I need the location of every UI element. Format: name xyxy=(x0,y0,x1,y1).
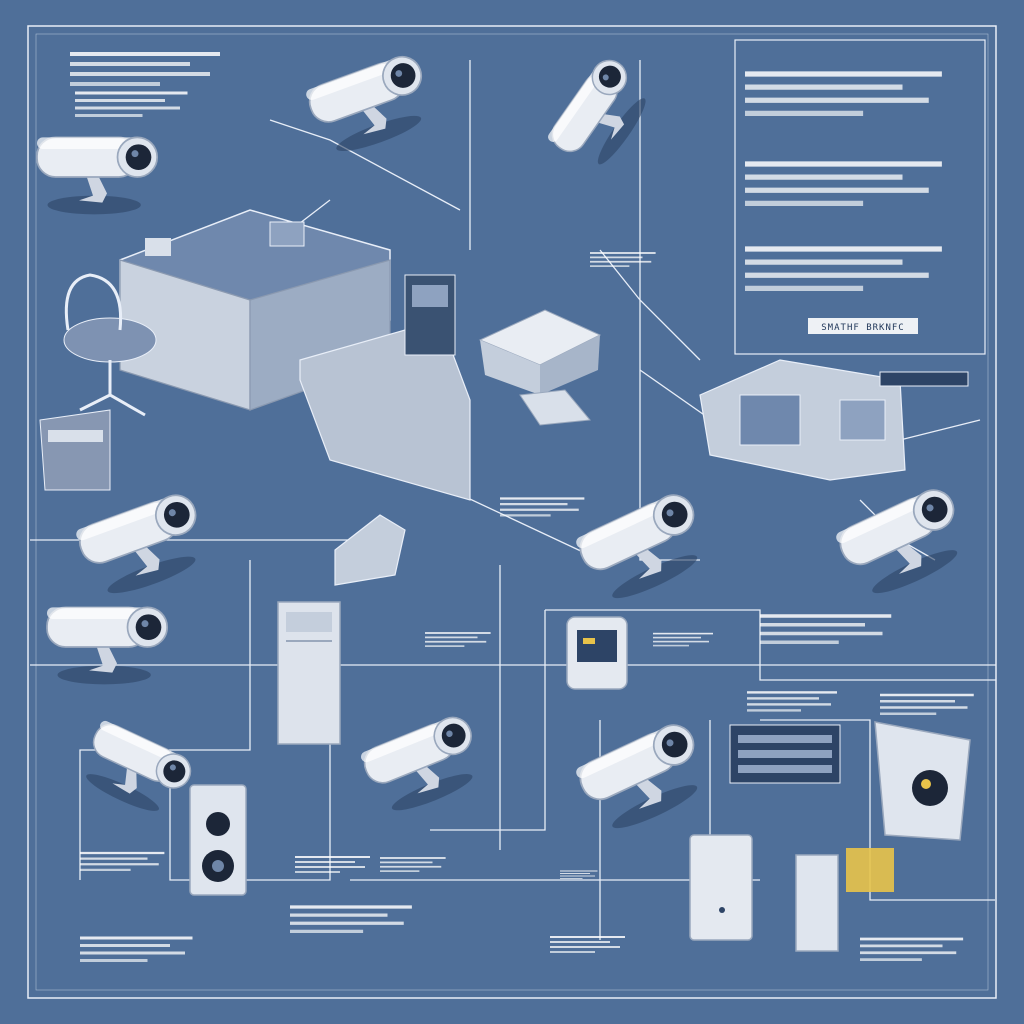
server-cabinet-icon xyxy=(277,601,341,745)
control-panel-icon xyxy=(566,616,628,690)
security-camera-icon xyxy=(358,711,491,822)
security-camera-icon xyxy=(573,717,717,841)
keypad-icon xyxy=(729,724,841,784)
recorder-unit xyxy=(699,359,969,481)
power-unit xyxy=(795,848,894,952)
workstation-desk xyxy=(119,209,471,501)
dome-camera-box xyxy=(874,721,971,841)
security-camera-icon xyxy=(303,50,440,162)
mount-bracket xyxy=(334,514,406,586)
security-camera-icon xyxy=(73,488,215,605)
side-cabinet xyxy=(39,409,111,491)
security-camera-icon xyxy=(573,487,717,611)
panel-label-box xyxy=(808,318,918,334)
security-camera-icon xyxy=(73,718,197,824)
office-chair-icon xyxy=(63,273,157,417)
control-table xyxy=(478,309,602,426)
spec-panel xyxy=(734,39,986,355)
security-camera-icon xyxy=(46,606,169,686)
security-camera-icon xyxy=(36,136,159,216)
panel-label: SMATHF BRKNFC xyxy=(821,323,904,333)
intercom-icon xyxy=(189,784,247,896)
security-camera-icon xyxy=(833,482,977,606)
security-camera-icon xyxy=(545,52,661,178)
sensor-box xyxy=(689,834,753,941)
blueprint-frame xyxy=(27,25,997,999)
